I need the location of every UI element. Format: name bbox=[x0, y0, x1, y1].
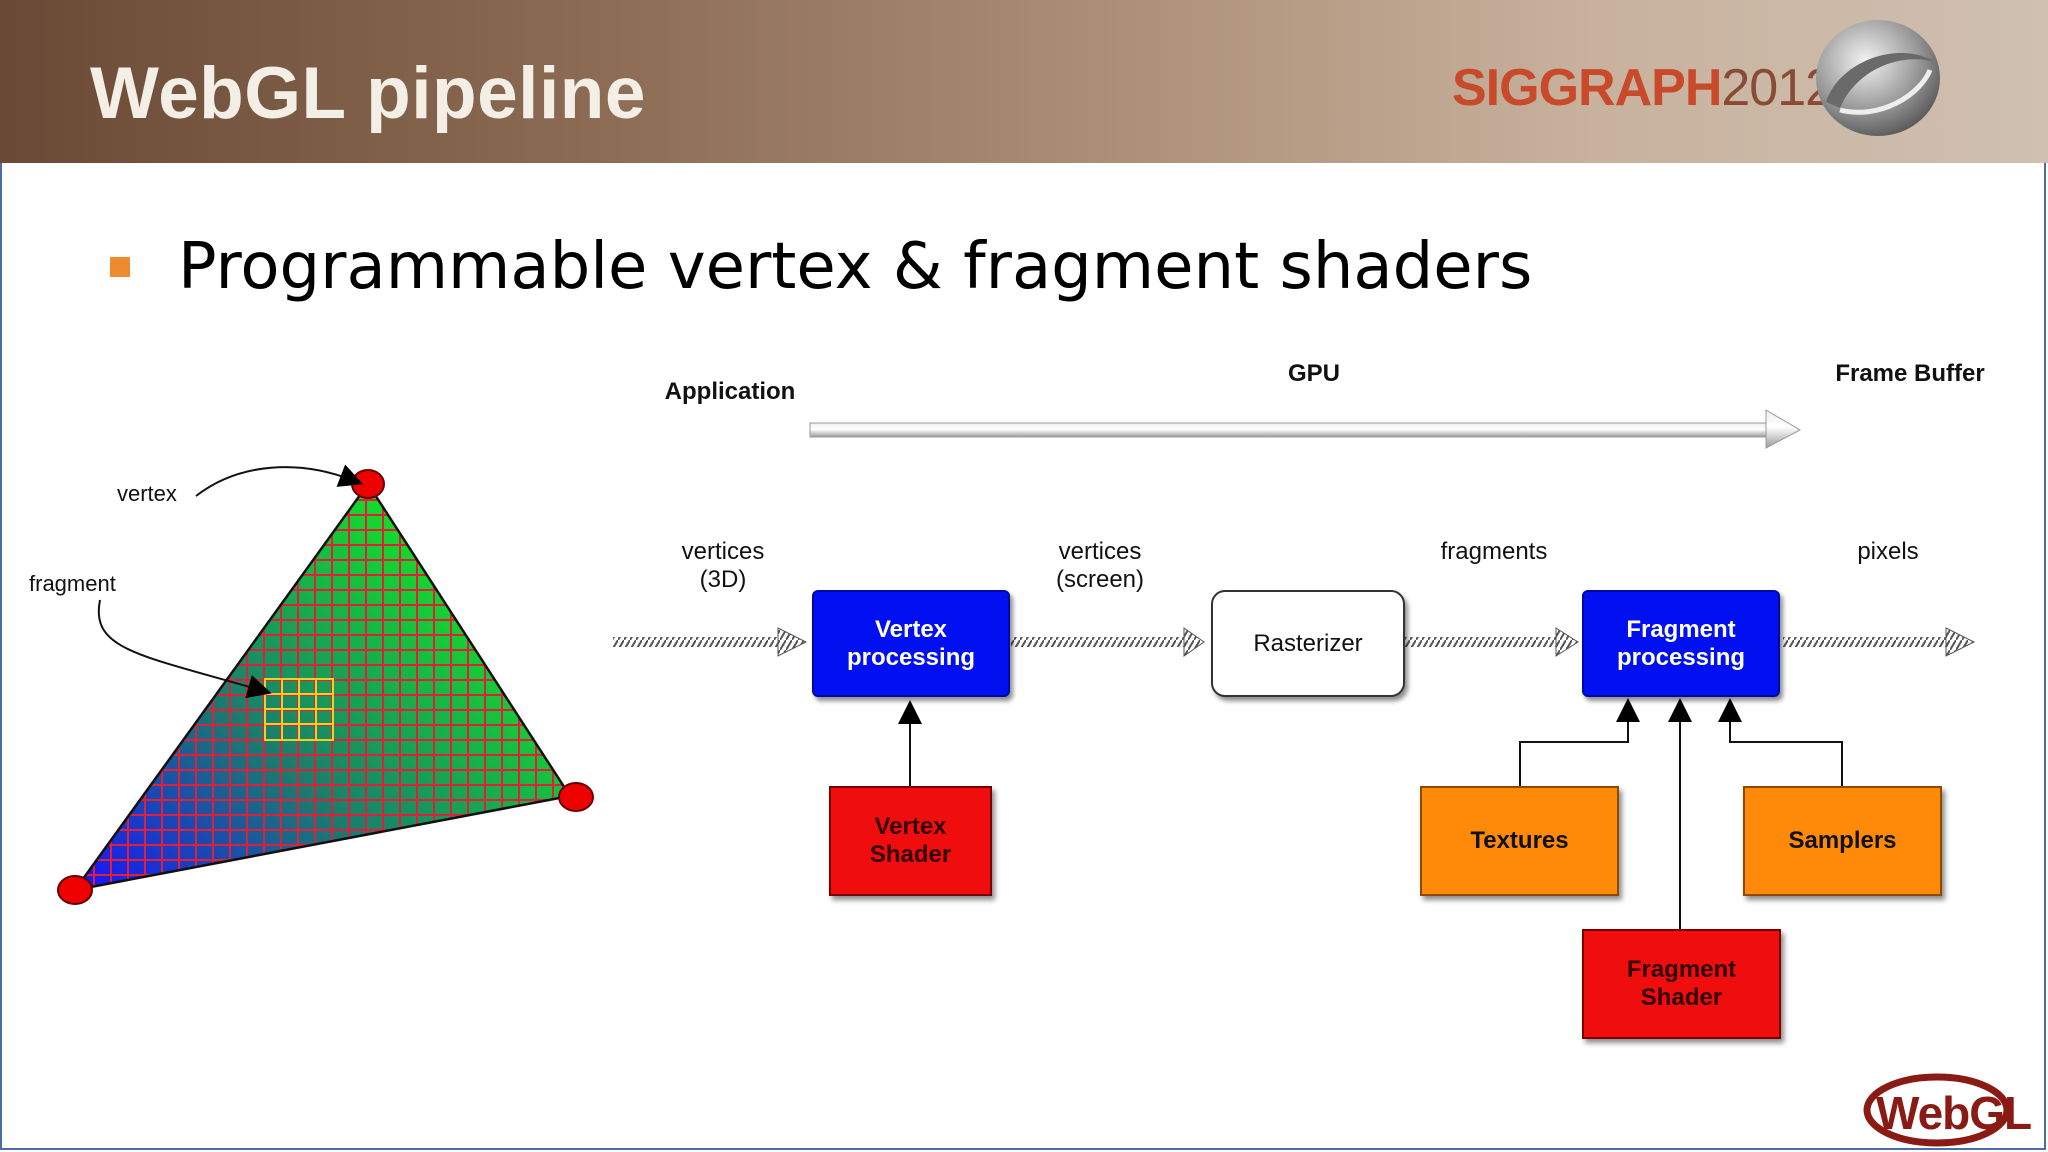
vertex-pointer bbox=[195, 464, 364, 497]
label-vertices-screen: vertices (screen) bbox=[1055, 538, 1145, 593]
fragment-shader-box: Fragment Shader bbox=[1582, 929, 1781, 1039]
samplers-box: Samplers bbox=[1743, 786, 1942, 896]
vertex-shader-box: Vertex Shader bbox=[829, 786, 992, 896]
brand-year: 2012 bbox=[1721, 59, 1834, 117]
stage-application: Application bbox=[664, 378, 796, 405]
label-pixels: pixels bbox=[1857, 538, 1919, 565]
vertex-dot bbox=[351, 469, 385, 499]
siggraph-swirl-icon bbox=[1816, 20, 1940, 136]
fragment-pointer bbox=[97, 599, 272, 699]
slide-title: WebGL pipeline bbox=[90, 53, 646, 134]
label-vertices-3d: vertices (3D) bbox=[681, 538, 765, 593]
brand-main: SIGGRAPH bbox=[1452, 59, 1722, 117]
gpu-pipe-arrow bbox=[809, 409, 1802, 449]
header-bar bbox=[0, 0, 2048, 163]
bullet-marker bbox=[110, 257, 130, 277]
flow-arrows bbox=[613, 627, 1976, 657]
textures-box: Textures bbox=[1420, 786, 1619, 896]
rasterizer-box: Rasterizer bbox=[1211, 590, 1405, 697]
shader-connectors bbox=[898, 698, 1843, 929]
stage-frame-buffer: Frame Buffer bbox=[1835, 360, 1985, 387]
content-frame bbox=[0, 163, 2046, 1150]
vertex-label: vertex bbox=[117, 481, 177, 506]
rasterized-triangle bbox=[57, 464, 594, 905]
bullet-text: Programmable vertex & fragment shaders bbox=[178, 230, 1533, 304]
webgl-logo-icon bbox=[1863, 1073, 2011, 1147]
siggraph-logo: SIGGRAPH2012 bbox=[1452, 58, 1834, 118]
fragment-label: fragment bbox=[29, 571, 116, 596]
webgl-logo-text: WebGL bbox=[1876, 1087, 2032, 1139]
vertex-dot bbox=[558, 782, 594, 812]
fragment-processing-box: Fragment processing bbox=[1582, 590, 1780, 697]
fragment-highlight bbox=[264, 678, 334, 741]
label-fragments: fragments bbox=[1440, 538, 1548, 565]
vertex-processing-box: Vertex processing bbox=[812, 590, 1010, 697]
stage-gpu: GPU bbox=[1287, 360, 1341, 387]
vertex-dot bbox=[57, 875, 93, 905]
